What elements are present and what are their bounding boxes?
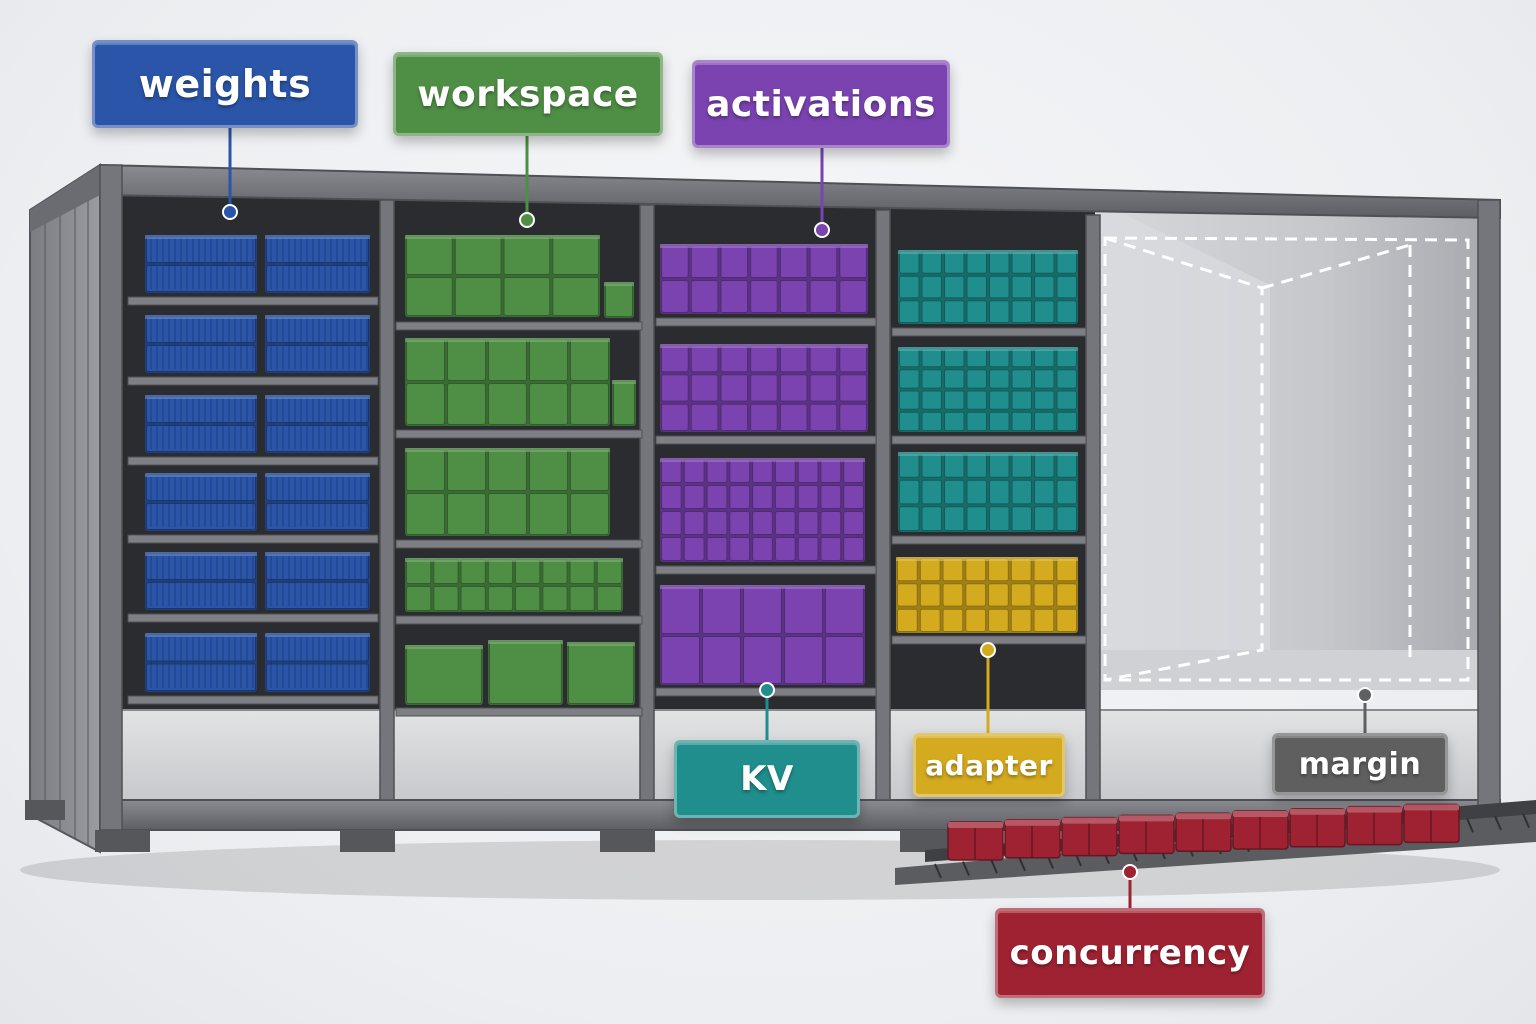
weights-block	[145, 473, 257, 531]
weights-block	[265, 315, 370, 373]
shelf	[891, 327, 1087, 337]
concurrency-block	[1289, 808, 1346, 848]
concurrency-block	[1403, 803, 1460, 844]
weights-block	[265, 473, 370, 531]
empty-bay	[1095, 200, 1478, 690]
weights-label: weights	[92, 40, 358, 128]
adapter-label: adapter	[913, 733, 1065, 797]
kv-block	[898, 452, 1078, 532]
workspace-block	[567, 642, 635, 705]
margin-leader-dot	[1357, 687, 1373, 703]
rack-side-wall	[29, 163, 101, 854]
shelf	[395, 321, 643, 331]
shelf	[395, 429, 643, 439]
shelf	[891, 435, 1087, 445]
activations-block	[660, 244, 868, 314]
dashed-outline-icon	[1103, 236, 1470, 682]
workspace-leader-dot	[519, 212, 535, 228]
weights-block	[265, 235, 370, 293]
kv-leader-dot	[759, 682, 775, 698]
shelf	[127, 296, 379, 306]
weights-block	[265, 395, 370, 453]
activations-block	[660, 458, 865, 562]
shelf	[655, 565, 877, 575]
workspace-block	[405, 235, 600, 317]
workspace-block	[488, 640, 563, 705]
weights-block	[265, 633, 370, 692]
activations-leader-dot	[814, 222, 830, 238]
adapter-block	[896, 557, 1078, 633]
shelf	[655, 435, 877, 445]
margin-label: margin	[1272, 733, 1448, 795]
weights-block	[265, 552, 370, 610]
kv-label: KV	[674, 740, 860, 818]
shelf	[655, 317, 877, 327]
activations-block	[660, 585, 865, 685]
rack-posts	[99, 164, 1501, 831]
weights-block	[145, 552, 257, 610]
shelf	[395, 615, 643, 625]
concurrency-block	[1232, 810, 1289, 850]
weights-leader-dot	[222, 204, 238, 220]
workspace-block	[612, 380, 636, 426]
side-wall-ribs	[44, 175, 89, 845]
weights-block	[145, 315, 257, 373]
kv-block	[898, 347, 1078, 432]
workspace-block	[604, 282, 634, 318]
concurrency-block	[1175, 812, 1232, 852]
concurrency-leader-dot	[1122, 864, 1138, 880]
weights-block	[145, 235, 257, 293]
workspace-block	[405, 558, 623, 612]
shelf	[395, 707, 643, 717]
concurrency-block	[1004, 819, 1061, 859]
concurrency-label: concurrency	[995, 908, 1265, 998]
shelf	[395, 539, 643, 549]
weights-block	[145, 633, 257, 692]
shelf	[127, 613, 379, 623]
concurrency-block	[1346, 805, 1403, 846]
shelf	[127, 376, 379, 386]
shelf	[127, 534, 379, 544]
concurrency-block	[1118, 814, 1175, 855]
workspace-block	[405, 448, 610, 536]
shelf	[891, 535, 1087, 545]
activations-block	[660, 344, 868, 432]
weights-block	[145, 395, 257, 453]
concurrency-block	[947, 821, 1004, 861]
adapter-leader-dot	[980, 642, 996, 658]
shelf	[127, 456, 379, 466]
workspace-block	[405, 338, 610, 426]
shelf	[127, 695, 379, 705]
workspace-label: workspace	[393, 52, 663, 136]
kv-block	[898, 250, 1078, 324]
concurrency-block	[1061, 816, 1118, 857]
activations-label: activations	[692, 60, 950, 148]
workspace-block	[405, 645, 483, 705]
